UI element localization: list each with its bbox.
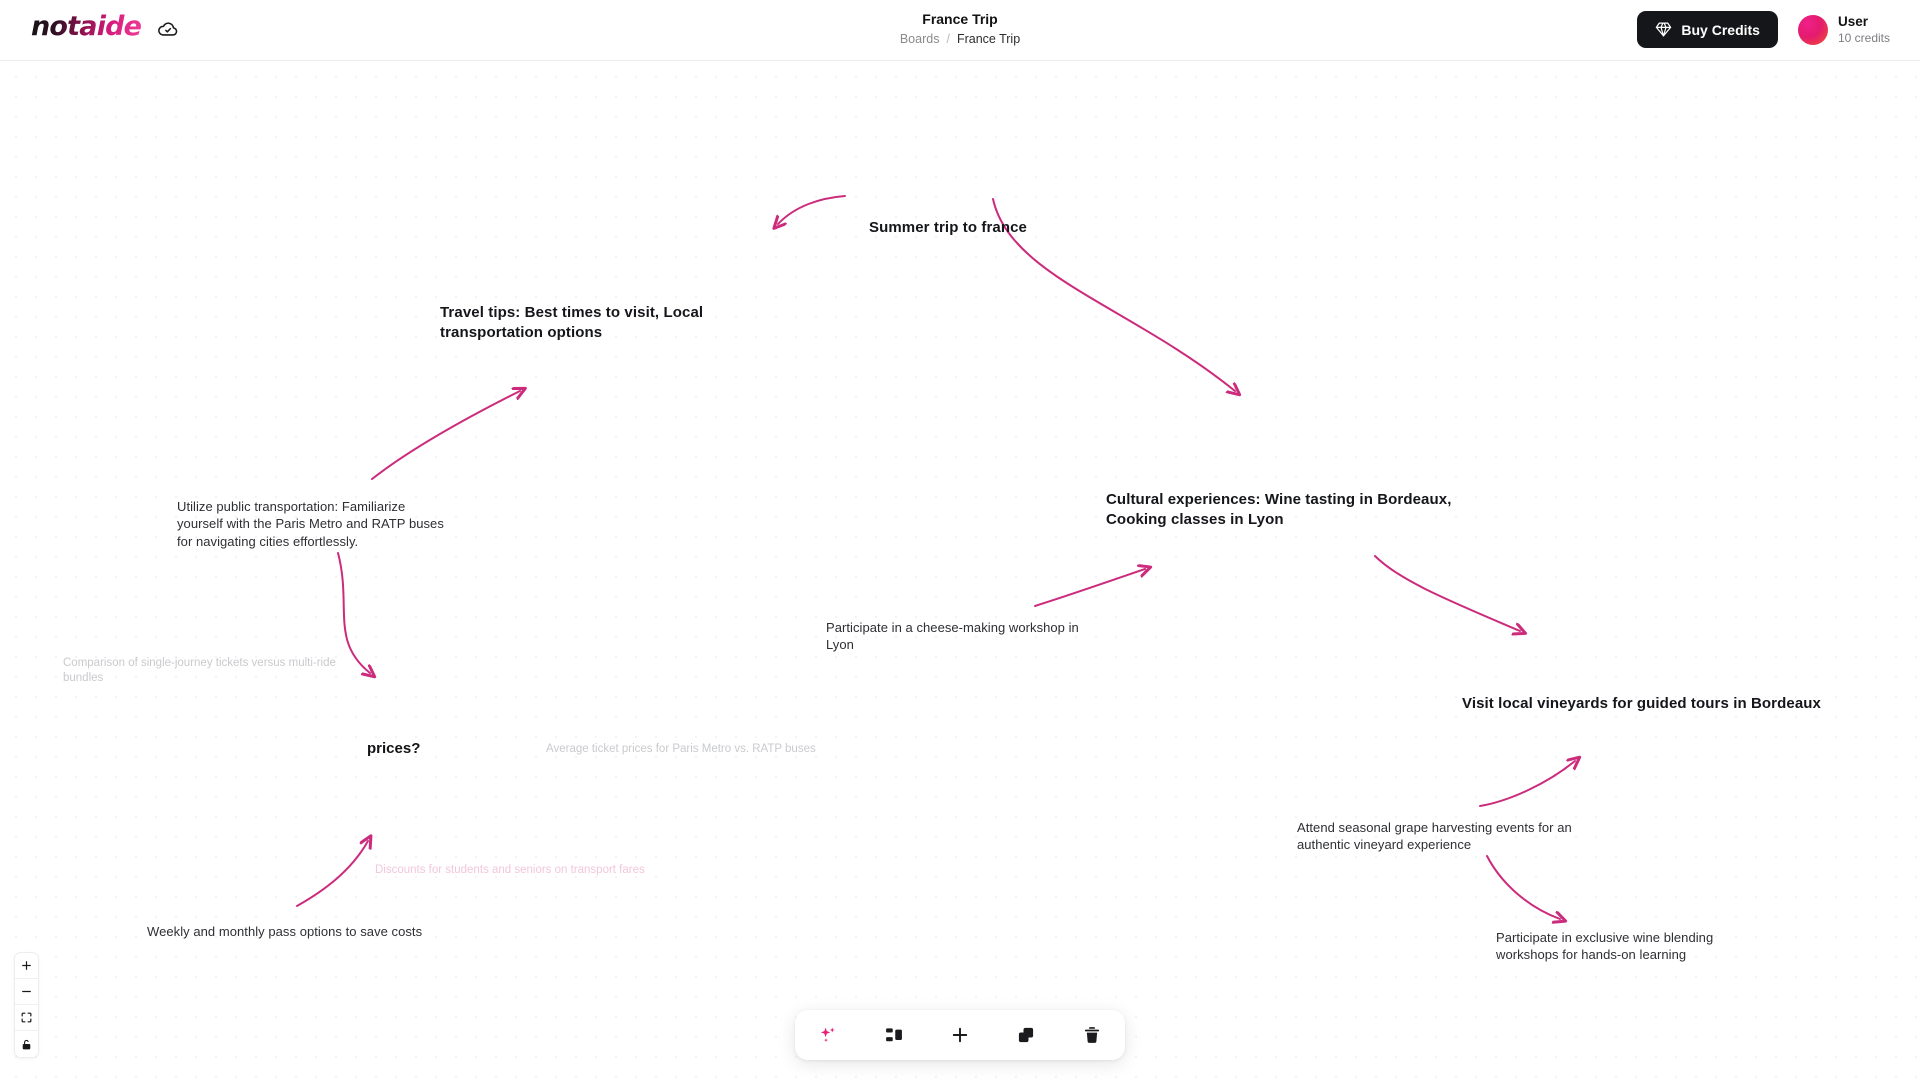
gem-icon bbox=[1655, 21, 1672, 38]
edge-transport-to-travel-tips bbox=[371, 391, 520, 480]
lock-icon bbox=[20, 1038, 33, 1051]
cloud-check-icon bbox=[157, 14, 179, 40]
app-logo[interactable]: notaide bbox=[31, 11, 142, 42]
user-info: User 10 credits bbox=[1838, 14, 1890, 46]
mindmap-canvas[interactable]: Summer trip to france Travel tips: Best … bbox=[0, 61, 1920, 1080]
duplicate-button[interactable] bbox=[1007, 1016, 1045, 1054]
edge-transport-to-prices bbox=[337, 552, 370, 673]
top-bar-right: Buy Credits User 10 credits bbox=[1637, 11, 1890, 48]
edge-cultural-to-vineyards bbox=[1374, 555, 1520, 631]
buy-credits-button[interactable]: Buy Credits bbox=[1637, 11, 1778, 48]
copy-icon bbox=[1016, 1025, 1036, 1045]
brand[interactable]: notaide bbox=[31, 10, 179, 44]
minus-icon bbox=[20, 985, 33, 998]
node-average-ticket-prices-placeholder[interactable]: Average ticket prices for Paris Metro vs… bbox=[546, 743, 816, 755]
fit-screen-icon bbox=[20, 1011, 33, 1024]
node-visit-local-vineyards[interactable]: Visit local vineyards for guided tours i… bbox=[1462, 695, 1821, 712]
edge-vineyards-to-grape bbox=[1479, 761, 1575, 807]
edge-root-to-travel-tips bbox=[778, 195, 846, 224]
edge-weekly-to-prices bbox=[296, 841, 368, 907]
add-node-button[interactable] bbox=[941, 1016, 979, 1054]
board-title-block: France Trip Boards / France Trip bbox=[0, 9, 1920, 48]
breadcrumb-boards[interactable]: Boards bbox=[899, 32, 940, 46]
buy-credits-label: Buy Credits bbox=[1681, 21, 1760, 38]
node-cheese-making-workshop[interactable]: Participate in a cheese-making workshop … bbox=[826, 620, 1079, 653]
sparkles-icon bbox=[818, 1025, 838, 1045]
breadcrumb: Boards / France Trip bbox=[900, 31, 1020, 48]
node-public-transportation[interactable]: Utilize public transportation: Familiari… bbox=[177, 499, 444, 549]
layout-icon bbox=[884, 1025, 904, 1045]
plus-icon bbox=[950, 1025, 970, 1045]
bottom-toolbar bbox=[795, 1010, 1125, 1060]
ai-generate-button[interactable] bbox=[809, 1016, 847, 1054]
edge-grape-to-blending bbox=[1486, 855, 1560, 919]
user-credits: 10 credits bbox=[1837, 30, 1890, 45]
node-ticket-comparison-placeholder[interactable]: Comparison of single-journey tickets ver… bbox=[63, 657, 336, 685]
user-name: User bbox=[1837, 13, 1868, 29]
node-wine-blending-workshops[interactable]: Participate in exclusive wine blending w… bbox=[1496, 930, 1714, 963]
delete-button[interactable] bbox=[1073, 1016, 1111, 1054]
layout-button[interactable] bbox=[875, 1016, 913, 1054]
fit-view-button[interactable] bbox=[15, 1005, 38, 1031]
user-menu[interactable]: User 10 credits bbox=[1797, 14, 1890, 46]
node-weekly-monthly-pass[interactable]: Weekly and monthly pass options to save … bbox=[147, 924, 423, 939]
zoom-out-button[interactable] bbox=[15, 979, 38, 1005]
top-bar: notaide France Trip Boards / France Trip… bbox=[0, 0, 1920, 61]
trash-icon bbox=[1082, 1025, 1102, 1045]
zoom-controls bbox=[14, 952, 39, 1058]
avatar bbox=[1797, 14, 1828, 45]
node-travel-tips[interactable]: Travel tips: Best times to visit, Local … bbox=[440, 304, 704, 341]
edge-cheese-to-cultural bbox=[1034, 569, 1145, 607]
node-discounts-placeholder[interactable]: Discounts for students and seniors on tr… bbox=[375, 864, 645, 876]
page-title: France Trip bbox=[922, 11, 998, 27]
plus-icon bbox=[20, 959, 33, 972]
breadcrumb-current: France Trip bbox=[956, 32, 1021, 46]
node-prices-question[interactable]: prices? bbox=[367, 740, 421, 757]
node-grape-harvesting[interactable]: Attend seasonal grape harvesting events … bbox=[1297, 820, 1572, 853]
node-cultural-experiences[interactable]: Cultural experiences: Wine tasting in Bo… bbox=[1106, 491, 1452, 528]
zoom-in-button[interactable] bbox=[15, 953, 38, 979]
lock-button[interactable] bbox=[15, 1031, 38, 1057]
node-summer-trip-to-france[interactable]: Summer trip to france bbox=[869, 219, 1027, 236]
breadcrumb-separator: / bbox=[946, 32, 950, 46]
